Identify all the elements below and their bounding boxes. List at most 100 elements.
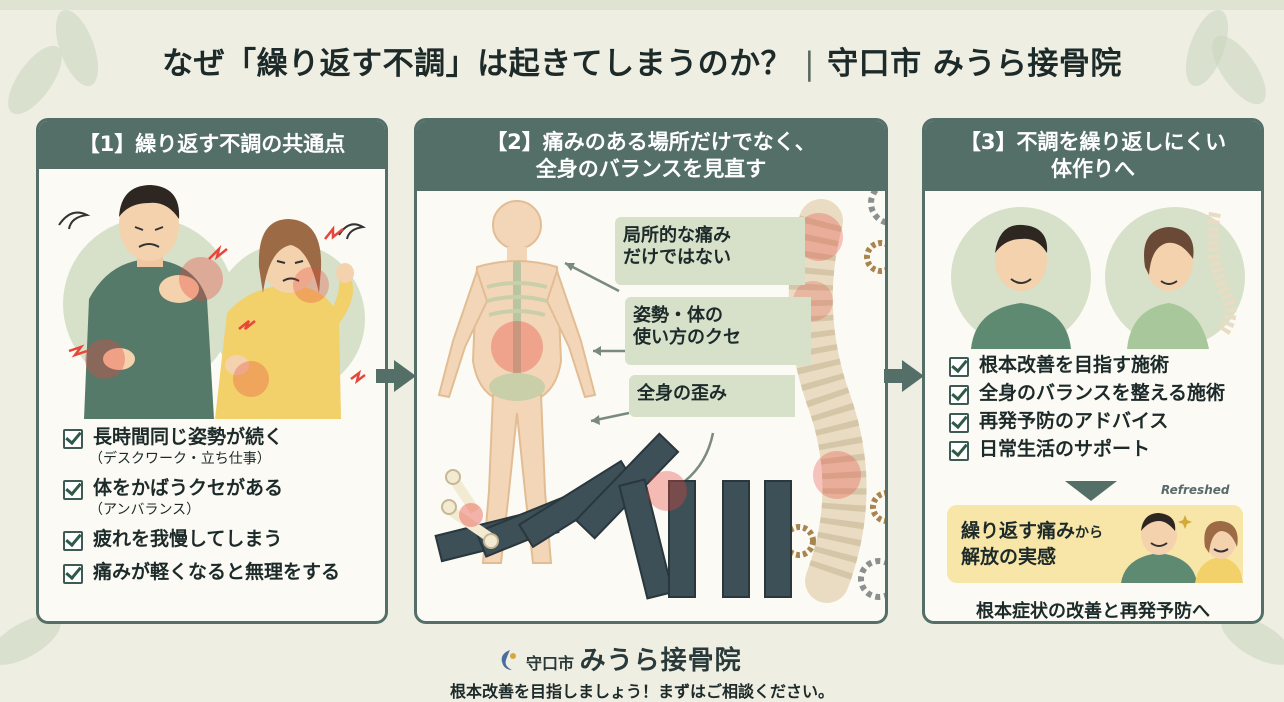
panel2-header-line1: 【2】痛みのある場所だけでなく、 (486, 130, 816, 154)
panel-whole-body-balance: 【2】痛みのある場所だけでなく、 全身のバランスを見直す (414, 118, 888, 624)
woman-shirt (215, 285, 341, 419)
list-item-text: 再発予防のアドバイス (979, 410, 1169, 432)
pain-glow (85, 339, 125, 379)
pain-glow (795, 213, 843, 261)
bone-icon (441, 469, 499, 549)
body-building-list: 根本改善を目指す施術 全身のバランスを整える施術 再発予防のアドバイス 日常生活… (949, 353, 1249, 465)
pain-glow (459, 503, 483, 527)
people-with-pain-illustration (58, 185, 367, 419)
spine-icon (1206, 211, 1237, 337)
pain-glow (647, 471, 687, 511)
list-item: 長時間同じ姿勢が続く （デスクワーク・立ち仕事） (63, 425, 373, 468)
woman-hair (258, 219, 322, 293)
list-item-text: 痛みが軽くなると無理をする (93, 561, 341, 583)
panel2-header-line2: 全身のバランスを見直す (535, 157, 767, 181)
pain-glow (293, 267, 329, 303)
panel-body-building: 【3】不調を繰り返しにくい 体作りへ 根本改善を目指す施術 全身のバランスを整え… (922, 118, 1264, 624)
label-local-pain: 局所的な痛み だけではない (615, 217, 805, 285)
spine-illustration (788, 199, 867, 603)
list-item-text: 長時間同じ姿勢が続く (93, 426, 284, 448)
pain-glow (491, 321, 543, 373)
pain-spark-icon (324, 225, 344, 240)
list-item-text: 日常生活のサポート (979, 438, 1151, 460)
list-item: 体をかばうクセがある （アンバランス） (63, 476, 373, 519)
gear-icon (858, 558, 885, 600)
checkbox-icon (63, 564, 83, 584)
panel3-header-line1: 【3】不調を繰り返しにくい (959, 130, 1227, 154)
list-item: 全身のバランスを整える施術 (949, 381, 1249, 405)
relief-text: 繰り返す痛みから 解放の実感 (961, 519, 1103, 569)
label-line: 全身の歪み (637, 383, 727, 404)
relief-text-main: 繰り返す痛み (961, 520, 1076, 542)
footer-clinic-name: みうら接骨院 (579, 646, 742, 676)
man-face (119, 189, 179, 261)
label-body-distortion: 全身の歪み (629, 375, 795, 417)
gear-icon (868, 191, 885, 226)
list-item: 痛みが軽くなると無理をする (63, 560, 373, 585)
pain-spark-icon (68, 344, 88, 358)
pain-spark-icon (238, 320, 256, 330)
footer-message: 根本改善を目指しましょう！まずはご相談ください。 (449, 682, 834, 701)
healthy-people-illustration (951, 207, 1245, 349)
sparkle-icon (1178, 515, 1192, 529)
checkbox-icon (949, 385, 969, 405)
page-title: なぜ「繰り返す不調」は起きてしまうのか？ | 守口市 みうら接骨院 (0, 38, 1284, 83)
relief-box: 繰り返す痛みから 解放の実感 (947, 505, 1243, 583)
dizzy-icon (338, 223, 367, 240)
gear-icon (870, 490, 885, 524)
relief-text-small: から (1075, 525, 1104, 541)
checkbox-icon (63, 480, 83, 500)
checkbox-icon (949, 357, 969, 377)
body-and-domino-illustration (434, 191, 885, 603)
pain-spark-icon (350, 369, 366, 385)
dizzy-icon (58, 211, 91, 230)
dominoes-illustration (434, 432, 792, 600)
checkbox-icon (949, 441, 969, 461)
footer-city: 守口市 (526, 654, 575, 673)
panel3-header: 【3】不調を繰り返しにくい 体作りへ (925, 121, 1261, 191)
footer-logo: 守口市 みうら接骨院 (498, 640, 742, 677)
clinic-logo-icon (501, 650, 516, 670)
gear-icon (864, 240, 885, 274)
man-hair (119, 185, 180, 219)
label-line: 使い方のクセ (633, 327, 741, 348)
list-item: 日常生活のサポート (949, 437, 1249, 461)
panel2-header: 【2】痛みのある場所だけでなく、 全身のバランスを見直す (417, 121, 885, 191)
flow-arrow-icon (884, 360, 924, 392)
list-item: 疲れを我慢してしまう (63, 527, 373, 552)
pain-glow (813, 451, 861, 499)
relief-text-line2: 解放の実感 (961, 546, 1057, 568)
checkbox-icon (63, 429, 83, 449)
list-item-text: 全身のバランスを整える施術 (979, 382, 1226, 404)
list-item-text: 体をかばうクセがある (93, 477, 284, 499)
pain-glow (233, 361, 269, 397)
panel-common-points: 【1】繰り返す不調の共通点 長時間同じ姿勢が続く （デスクワーク・立ち仕事） (36, 118, 388, 624)
down-arrow-icon (1065, 481, 1117, 501)
list-item: 再発予防のアドバイス (949, 409, 1249, 433)
list-item-text: 根本改善を目指す施術 (979, 354, 1170, 376)
list-item-subtext: （アンバランス） (89, 502, 201, 518)
arrows-to-body (564, 261, 715, 482)
panel3-header-line2: 体作りへ (1051, 157, 1135, 181)
list-item: 根本改善を目指す施術 (949, 353, 1249, 377)
conclusion-text: 根本症状の改善と再発予防へ (976, 601, 1210, 622)
label-posture-habits: 姿勢・体の 使い方のクセ (625, 297, 811, 365)
refreshed-label: Refreshed (1161, 483, 1230, 497)
label-line: 姿勢・体の (633, 305, 723, 326)
common-points-list: 長時間同じ姿勢が続く （デスクワーク・立ち仕事） 体をかばうクセがある （アンバラン… (63, 425, 373, 593)
pain-glow (179, 257, 223, 301)
happy-people-illustration (1121, 513, 1243, 583)
label-line: 局所的な痛み (623, 225, 731, 246)
title-clinic: 守口市 みうら接骨院 (827, 46, 1122, 82)
checkbox-icon (63, 531, 83, 551)
list-item-text: 疲れを我慢してしまう (93, 528, 283, 550)
pain-spark-icon (208, 244, 228, 261)
top-border (0, 0, 1284, 10)
label-line: だけではない (623, 247, 731, 268)
title-separator: | (804, 46, 816, 82)
flow-arrow-icon (376, 360, 416, 392)
checkbox-icon (949, 413, 969, 433)
panel1-header: 【1】繰り返す不調の共通点 (39, 121, 385, 169)
list-item-subtext: （デスクワーク・立ち仕事） (89, 451, 271, 467)
title-main: なぜ「繰り返す不調」は起きてしまうのか？ (162, 46, 793, 82)
